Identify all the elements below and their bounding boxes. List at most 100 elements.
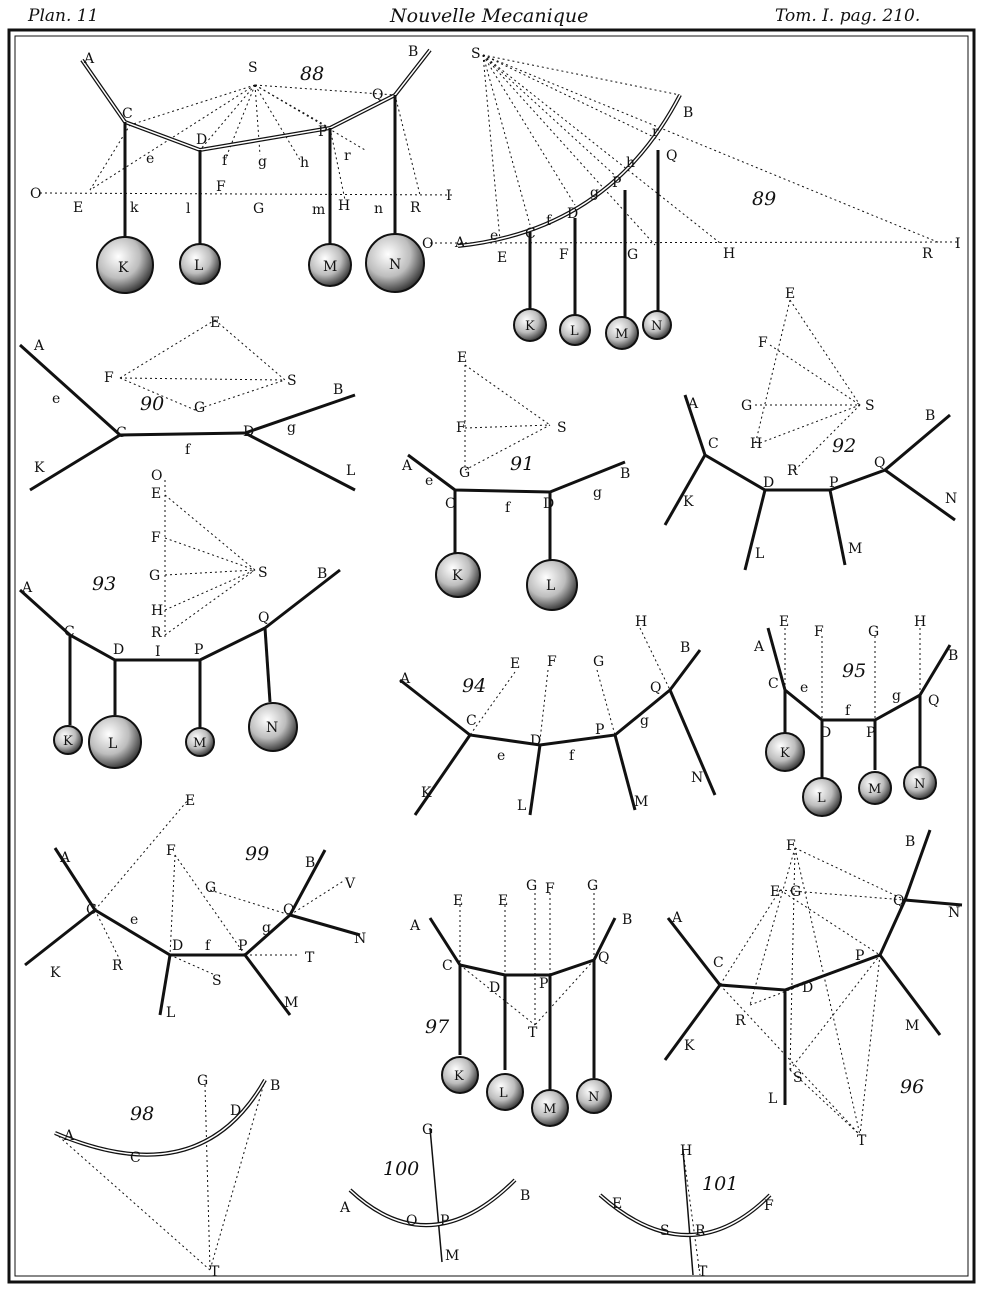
plate-border — [7, 28, 976, 1284]
label-f: f — [546, 213, 553, 229]
figure-88: 88 A B S C D P Q e f g h r O E k l F G m… — [30, 44, 456, 294]
point-D: D — [196, 132, 207, 148]
label-O: O — [151, 468, 162, 484]
label-B: B — [622, 912, 632, 928]
label-D: D — [489, 980, 500, 996]
figure-90: 90 A e E F S G C f D g B K L — [18, 315, 356, 492]
label-L: L — [768, 1091, 777, 1107]
label-e: e — [490, 228, 498, 244]
label-D: D — [543, 496, 554, 512]
label-M: M — [905, 1018, 919, 1034]
label-K: K — [63, 734, 73, 749]
label-g: g — [640, 713, 649, 729]
label-N: N — [651, 319, 662, 334]
label-A: A — [409, 918, 421, 934]
weight-M: M — [323, 259, 337, 275]
label-E: E — [498, 893, 508, 909]
label-B: B — [317, 566, 327, 582]
label-h: h — [626, 155, 635, 171]
label-g: g — [593, 485, 602, 501]
label-C: C — [64, 624, 75, 640]
figure-number-100: 100 — [383, 1158, 419, 1180]
label-B: B — [680, 640, 690, 656]
label-Q: Q — [874, 455, 885, 471]
label-D: D — [113, 642, 124, 658]
label-L: L — [517, 798, 526, 814]
label-R: R — [695, 1223, 706, 1239]
label-B: B — [905, 834, 915, 850]
label-T: T — [210, 1264, 220, 1280]
label-K: K — [452, 568, 463, 584]
label-N: N — [945, 491, 957, 507]
label-g: g — [262, 920, 271, 936]
label-A: A — [753, 639, 765, 655]
label-M: M — [193, 736, 206, 751]
label-G: G — [197, 1073, 208, 1089]
label-O: O — [406, 1213, 417, 1229]
label-Q: Q — [283, 902, 294, 918]
label-L: L — [166, 1005, 175, 1021]
point-l: l — [186, 201, 191, 217]
label-H: H — [680, 1143, 692, 1159]
label-B: B — [948, 648, 958, 664]
label-B: B — [270, 1078, 280, 1094]
label-F: F — [545, 881, 555, 897]
figure-number-96: 96 — [900, 1076, 924, 1098]
label-D: D — [763, 475, 774, 491]
figure-95: 95 A E F G H B C e D f P g Q K L M N — [753, 614, 958, 817]
label-F: F — [764, 1198, 774, 1214]
label-T: T — [698, 1264, 708, 1280]
point-I: I — [446, 188, 452, 204]
label-A: A — [21, 580, 33, 596]
label-e: e — [425, 473, 433, 489]
label-f: f — [569, 748, 576, 764]
label-K: K — [454, 1069, 464, 1084]
label-E: E — [210, 315, 220, 331]
label-C: C — [466, 713, 477, 729]
label-K: K — [421, 785, 432, 801]
label-C: C — [86, 902, 97, 918]
label-P: P — [440, 1213, 449, 1229]
label-Q: Q — [893, 893, 904, 909]
label-M: M — [445, 1248, 459, 1264]
point-B: B — [408, 44, 418, 60]
label-E: E — [770, 884, 780, 900]
figure-98: 98 G B D A C T — [54, 1073, 280, 1280]
label-E: E — [457, 350, 467, 366]
label-G: G — [194, 400, 205, 416]
figure-number-99: 99 — [245, 843, 269, 865]
label-A: A — [339, 1200, 351, 1216]
label-G: G — [205, 880, 216, 896]
point-Q: Q — [372, 87, 383, 103]
label-L: L — [499, 1086, 508, 1101]
label-A: A — [671, 910, 683, 926]
label-M: M — [615, 327, 628, 342]
figure-88-weights — [96, 233, 425, 294]
label-M: M — [284, 995, 298, 1011]
label-M: M — [868, 782, 881, 797]
label-B: B — [305, 855, 315, 871]
label-e: e — [130, 912, 138, 928]
label-N: N — [691, 770, 703, 786]
label-G: G — [459, 465, 470, 481]
label-Q: Q — [598, 950, 609, 966]
point-f: f — [222, 153, 229, 169]
label-E: E — [185, 793, 195, 809]
figure-91: 91 E F S G A e C f D g B K L — [401, 350, 630, 611]
label-D: D — [530, 733, 541, 749]
label-F: F — [456, 420, 466, 436]
point-e: e — [146, 151, 154, 167]
label-K: K — [34, 460, 45, 476]
label-N: N — [354, 931, 366, 947]
label-G: G — [627, 247, 638, 263]
figure-88-dotted-lines — [39, 84, 456, 201]
label-S: S — [471, 46, 481, 62]
label-R: R — [735, 1013, 746, 1029]
label-M: M — [634, 794, 648, 810]
label-B: B — [333, 382, 343, 398]
label-E: E — [453, 893, 463, 909]
label-F: F — [166, 843, 176, 859]
volume-page-reference: Tom. I. pag. 210. — [775, 6, 921, 26]
label-V: V — [344, 876, 356, 892]
figure-number-89: 89 — [752, 188, 776, 210]
